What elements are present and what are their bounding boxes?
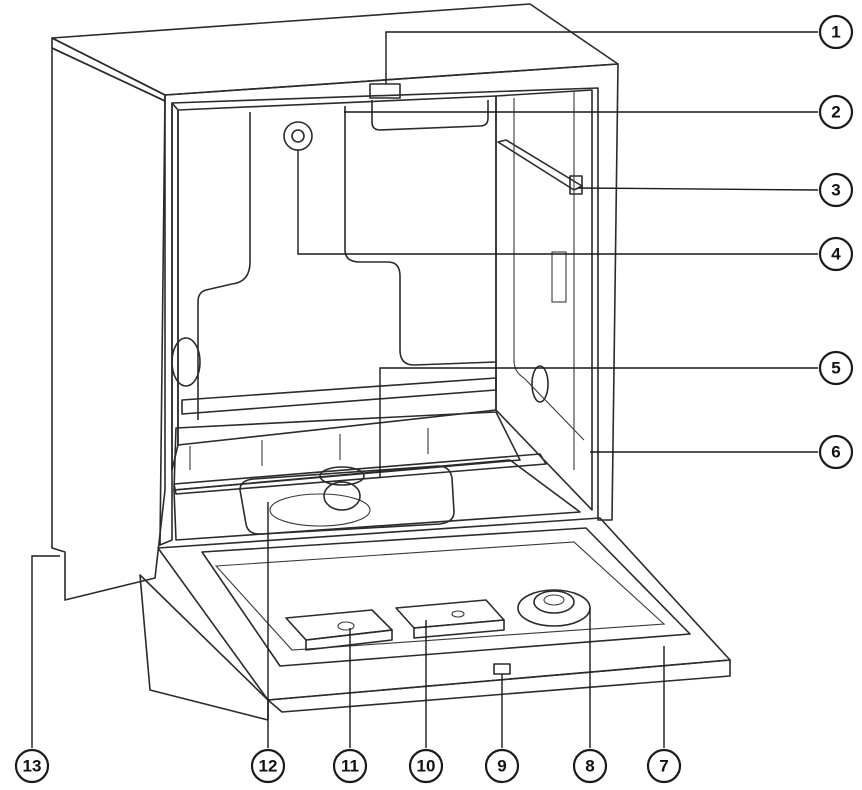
back-wall-pipe — [197, 106, 497, 420]
rinse-aid-dispenser-part — [285, 609, 393, 651]
top-pipe — [371, 100, 489, 131]
wash-cavity — [171, 83, 593, 541]
filter-plate — [239, 465, 455, 535]
callout-11: 11 — [332, 748, 368, 784]
leader-13 — [31, 555, 60, 748]
callout-2: 2 — [818, 94, 854, 130]
leader-5 — [379, 367, 818, 478]
rim-clips — [189, 428, 429, 470]
callout-6-label: 6 — [831, 443, 840, 462]
lower-spray-arm-bar — [173, 453, 547, 495]
callout-1: 1 — [818, 14, 854, 50]
callout-9-label: 9 — [497, 757, 506, 776]
door-inner-panel — [201, 527, 691, 667]
water-inlet-core — [291, 129, 305, 143]
callout-9: 9 — [484, 748, 520, 784]
right-inner-wall — [495, 89, 593, 511]
right-wall-vent — [531, 365, 549, 403]
callout-5-label: 5 — [831, 359, 840, 378]
water-inlet-ring — [283, 121, 313, 151]
door-inner-tray — [214, 541, 666, 651]
left-side-wall — [51, 47, 166, 601]
callout-3: 3 — [818, 172, 854, 208]
callout-10-label: 10 — [417, 757, 436, 776]
control-unit-box — [369, 83, 401, 99]
callout-6: 6 — [818, 434, 854, 470]
callout-7: 7 — [646, 748, 682, 784]
callout-7-label: 7 — [659, 757, 668, 776]
back-ledge — [181, 377, 497, 415]
leader-lines — [31, 31, 819, 748]
salt-container-part — [517, 589, 591, 627]
right-wall-frame — [513, 92, 585, 470]
top-panel-edge — [51, 37, 166, 102]
left-inner-wall — [171, 102, 179, 471]
callout-4-label: 4 — [831, 245, 841, 264]
door — [157, 517, 731, 713]
door-handle-part — [493, 663, 511, 675]
kickplate — [139, 574, 269, 721]
callout-13: 13 — [14, 748, 50, 784]
spray-arm-nut — [323, 481, 361, 511]
callout-3-label: 3 — [831, 181, 840, 200]
door-slab — [157, 517, 731, 701]
callout-1-label: 1 — [831, 23, 840, 42]
leader-1 — [385, 31, 818, 84]
detergent-dispenser-part — [395, 599, 505, 639]
spray-arm-hub — [319, 466, 365, 486]
callout-12-label: 12 — [259, 757, 278, 776]
callout-11-label: 11 — [341, 757, 359, 776]
callout-12: 12 — [250, 748, 286, 784]
filter-mesh — [269, 493, 371, 527]
callout-2-label: 2 — [831, 103, 840, 122]
callout-8-label: 8 — [585, 757, 594, 776]
leader-4 — [297, 150, 818, 255]
callout-13-label: 13 — [23, 757, 42, 776]
floor-rim — [173, 411, 521, 491]
callout-10: 10 — [408, 748, 444, 784]
right-wall-slot — [551, 251, 567, 303]
front-frame — [159, 63, 619, 546]
left-port — [171, 337, 201, 387]
back-wall — [177, 95, 497, 446]
callout-8: 8 — [572, 748, 608, 784]
cabinet-housing — [51, 3, 619, 721]
door-front-edge — [267, 659, 731, 713]
callout-4: 4 — [818, 236, 854, 272]
leader-3 — [577, 187, 819, 191]
callout-5: 5 — [818, 350, 854, 386]
upper-rack-runner-part — [497, 139, 583, 195]
